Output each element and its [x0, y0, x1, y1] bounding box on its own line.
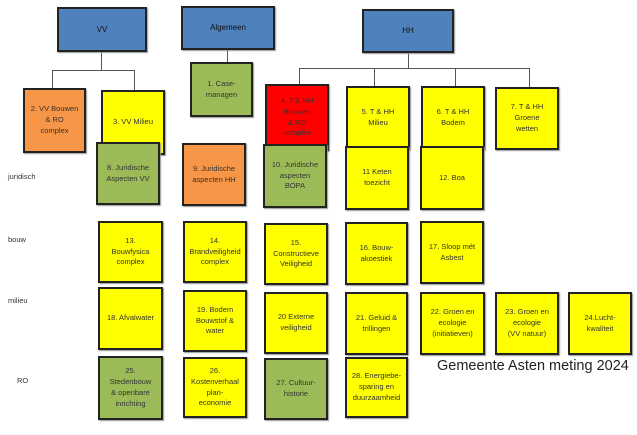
box-11: 11 Keten toezicht [345, 146, 409, 210]
box-23: 23. Groen en ecologie (VV natuur) [495, 292, 559, 355]
box-2: 2. VV Bouwen & RO complex [23, 88, 86, 153]
box-1: 1. Case- managen [190, 62, 253, 117]
box-15: 15. Constructieve Veiligheid [264, 223, 328, 285]
connector [101, 52, 102, 70]
box-20: 20 Externe veiligheid [264, 292, 328, 354]
box-28: 28. Energiebe- sparing en duurzaamheid [345, 357, 408, 418]
box-16: 16. Bouw- akoestiek [345, 222, 408, 285]
row-label-juridisch: juridisch [8, 172, 36, 181]
header-vv: VV [57, 7, 147, 52]
box-14: 14. Brandveiligheid complex [183, 221, 247, 283]
box-8: 8. Juridische Aspecten VV [96, 142, 160, 205]
connector [455, 68, 456, 86]
connector [52, 70, 135, 71]
connector [374, 68, 375, 86]
box-24: 24.Lucht- kwaliteit [568, 292, 632, 355]
box-7: 7. T & HH Groene wetten [495, 87, 559, 150]
connector [299, 68, 300, 84]
box-13: 13. Bouwfysica complex [98, 221, 163, 283]
connector [299, 68, 529, 69]
box-19: 19. Bodem Bouwstof & water [183, 290, 247, 352]
box-17: 17. Sloop mét Asbest [420, 221, 484, 284]
box-21: 21. Geluid & trillingen [345, 292, 408, 355]
connector [227, 50, 228, 62]
connector [134, 70, 135, 90]
row-label-bouw: bouw [8, 235, 26, 244]
box-27: 27. Cultuur- historie [264, 358, 328, 420]
connector [408, 53, 409, 68]
box-5: 5. T & HH Milieu [346, 86, 410, 150]
diagram-title: Gemeente Asten meting 2024 [437, 358, 629, 374]
box-25: 25. Stedenbouw & openbare inrichting [98, 356, 163, 420]
box-18: 18. Afvalwater [98, 287, 163, 350]
box-10: 10. Juridische aspecten BOPA [263, 144, 327, 208]
header-algemeen: Algemeen [181, 6, 275, 50]
row-label-milieu: milieu [8, 296, 28, 305]
box-9: 9. Juridische aspecten HH [182, 143, 246, 206]
box-4: 4. T & HH Bouwen & RO complex [265, 84, 329, 151]
header-hh: HH [362, 9, 454, 53]
box-26: 26. Kostenverhaal plan- economie [183, 357, 247, 418]
box-22: 22. Groen en ecologie (initiatieven) [420, 292, 485, 355]
box-6: 6. T & HH Bodem [421, 86, 485, 150]
connector [52, 70, 53, 88]
connector [529, 68, 530, 87]
box-12: 12. Boa [420, 146, 484, 210]
row-label-ro: RO [17, 376, 29, 385]
